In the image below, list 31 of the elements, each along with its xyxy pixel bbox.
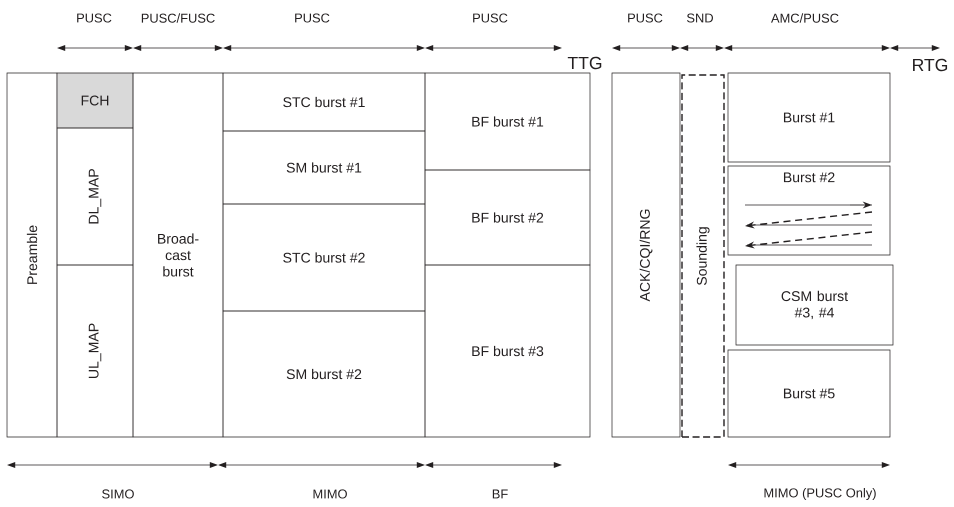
burst-box: SM burst #1 [222,130,426,204]
zone-label: PUSC [473,13,508,23]
burst-box: STC burst #1 [222,72,426,132]
zone-label: PUSC/FUSC [142,13,215,23]
burst-box: Burst #5 [728,350,890,438]
rotated-label-box: Preamble [6,72,58,438]
zone-label: SND [686,13,713,23]
zone-label: PUSC [77,13,112,23]
stacked-burst-box: CSM burst #3, #4 [730,260,894,346]
burst-box: Broad-cast burst [132,72,224,438]
burst-box: SM burst #2 [222,310,426,438]
sounding-box: Sounding [681,74,725,438]
burst-box: BF burst #1 [424,72,590,170]
zone-label: PUSC [628,13,662,23]
gap-label: RTG [913,58,948,72]
rotated-label-box: DL_MAP [56,128,134,266]
burst-box: STC burst #2 [222,204,426,312]
burst-box: BF burst #3 [424,264,590,438]
gap-label: TTG [568,56,602,70]
rotated-label-box: UL_MAP [56,264,134,438]
zone-label: MIMO (PUSC Only) [764,488,876,500]
zone-label: SIMO [102,489,134,499]
zone-label: MIMO [314,489,347,499]
burst-box: BF burst #2 [424,170,590,266]
burst-box: Burst #1 [728,72,890,162]
zone-label: PUSC [295,13,330,23]
zone-label: BF [492,490,508,498]
burst-box: Burst #2 [728,166,890,256]
rotated-label-box: ACK/CQI/RNG [612,72,680,438]
zone-label: AMC/PUSC [771,13,839,23]
header-box: FCH [56,72,134,128]
